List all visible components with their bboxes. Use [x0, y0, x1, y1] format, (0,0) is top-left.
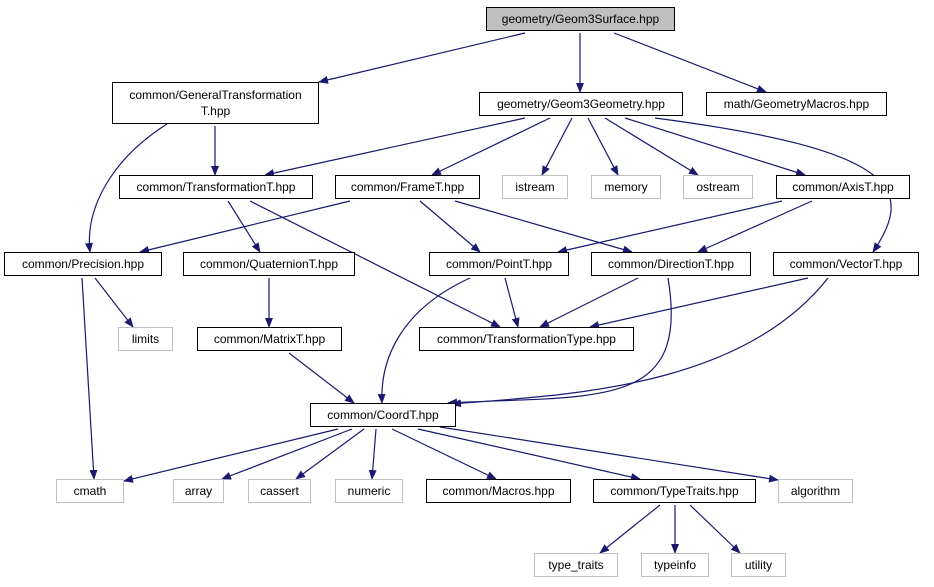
edge-axis-t-to-point-t: [557, 200, 783, 254]
node-quaternion-t[interactable]: common/QuaternionT.hpp: [183, 252, 355, 276]
node-utility[interactable]: utility: [731, 553, 786, 577]
edge-geom3geometry-to-memory: [587, 117, 619, 176]
edge-coord-t-to-cmath: [123, 428, 339, 483]
edge-coord-t-to-type-traits-header: [417, 428, 641, 481]
node-geom3surface[interactable]: geometry/Geom3Surface.hpp: [486, 7, 675, 31]
edge-coord-t-to-algorithm: [439, 426, 779, 483]
node-memory[interactable]: memory: [591, 175, 661, 199]
node-geom3geometry[interactable]: geometry/Geom3Geometry.hpp: [479, 92, 683, 116]
node-array[interactable]: array: [173, 479, 224, 503]
edge-type-traits-header-to-utility: [689, 504, 741, 554]
edge-geom3geometry-to-istream: [541, 117, 573, 176]
node-typeinfo[interactable]: typeinfo: [641, 553, 709, 577]
node-geometry-macros[interactable]: math/GeometryMacros.hpp: [706, 92, 887, 116]
node-istream[interactable]: istream: [502, 175, 568, 199]
edge-geom3geometry-to-frame-t: [431, 117, 551, 176]
edge-frame-t-to-direction-t: [454, 200, 633, 254]
edge-axis-t-to-direction-t: [697, 200, 813, 253]
edge-general-transformation-to-precision: [84, 123, 168, 253]
edge-vector-t-to-coord-t: [451, 277, 829, 408]
edge-root-to-geometry-macros: [613, 32, 767, 93]
edge-coord-t-to-macros: [391, 428, 497, 480]
node-type-traits[interactable]: type_traits: [534, 553, 618, 577]
node-limits[interactable]: limits: [118, 327, 173, 351]
node-transformation-t[interactable]: common/TransformationT.hpp: [119, 175, 313, 199]
node-macros[interactable]: common/Macros.hpp: [426, 479, 571, 503]
node-type-traits-header[interactable]: common/TypeTraits.hpp: [593, 479, 756, 503]
edge-root-to-general-transformation: [318, 32, 526, 84]
edge-geom3geometry-to-axis-t: [624, 117, 806, 177]
edge-direction-t-to-coord-t: [447, 277, 672, 407]
edge-precision-to-cmath: [81, 277, 98, 480]
edge-frame-t-to-precision: [139, 200, 351, 254]
node-cassert[interactable]: cassert: [248, 479, 311, 503]
node-vector-t[interactable]: common/VectorT.hpp: [773, 252, 919, 276]
node-direction-t[interactable]: common/DirectionT.hpp: [591, 252, 751, 276]
node-coord-t[interactable]: common/CoordT.hpp: [310, 403, 456, 427]
node-general-transformation[interactable]: common/GeneralTransformation T.hpp: [112, 82, 319, 124]
edge-direction-t-to-transformation-type: [539, 277, 639, 328]
node-axis-t[interactable]: common/AxisT.hpp: [776, 175, 910, 199]
node-cmath[interactable]: cmath: [56, 479, 124, 503]
edge-coord-t-to-cassert: [295, 428, 365, 480]
edge-transformation-t-to-transformation-type: [249, 200, 501, 328]
node-frame-t[interactable]: common/FrameT.hpp: [335, 175, 480, 199]
edge-point-t-to-coord-t: [377, 277, 471, 404]
node-matrix-t[interactable]: common/MatrixT.hpp: [197, 327, 342, 351]
edge-point-t-to-transformation-type: [504, 277, 520, 328]
edge-geom3geometry-to-ostream: [604, 117, 699, 176]
node-algorithm[interactable]: algorithm: [778, 479, 853, 503]
edge-precision-to-limits: [94, 277, 134, 328]
edge-geom3geometry-to-transformation-t: [264, 117, 526, 177]
node-numeric[interactable]: numeric: [335, 479, 403, 503]
node-precision[interactable]: common/Precision.hpp: [4, 252, 162, 276]
node-ostream[interactable]: ostream: [683, 175, 753, 199]
edge-matrix-t-to-coord-t: [288, 352, 355, 404]
edge-geom3geometry-to-vector-t: [654, 117, 892, 253]
edge-coord-t-to-numeric: [368, 428, 377, 480]
edge-type-traits-header-to-type-traits: [599, 504, 661, 554]
edge-vector-t-to-transformation-type: [589, 277, 809, 329]
node-point-t[interactable]: common/PointT.hpp: [429, 252, 569, 276]
edge-coord-t-to-array: [221, 428, 353, 480]
node-transformation-type[interactable]: common/TransformationType.hpp: [419, 327, 634, 351]
edge-frame-t-to-point-t: [419, 200, 481, 253]
